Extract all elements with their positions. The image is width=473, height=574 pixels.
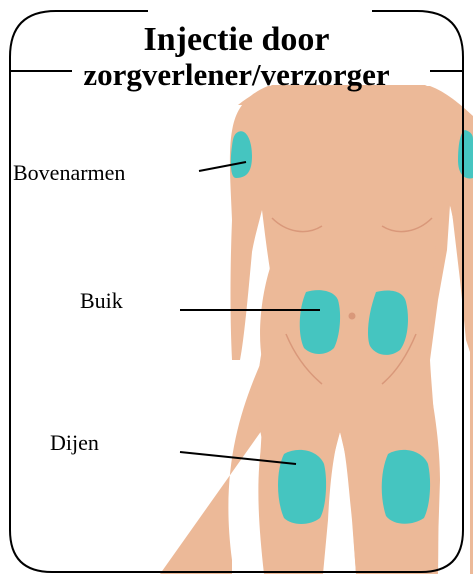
injection-area-thigh-left [278, 450, 326, 524]
label-abdomen: Buik [80, 288, 123, 314]
navel [349, 313, 356, 320]
label-thighs: Dijen [50, 430, 99, 456]
label-upper-arms: Bovenarmen [13, 160, 125, 186]
injection-area-abdomen-left [300, 290, 340, 354]
title-line-2: zorgverlener/verzorger [0, 58, 473, 92]
injection-area-abdomen-right [368, 290, 408, 354]
body-main [230, 86, 473, 574]
injection-area-upper-arm-left [231, 131, 252, 178]
injection-area-thigh-right [382, 450, 430, 524]
title-line-1: Injectie door [0, 20, 473, 60]
